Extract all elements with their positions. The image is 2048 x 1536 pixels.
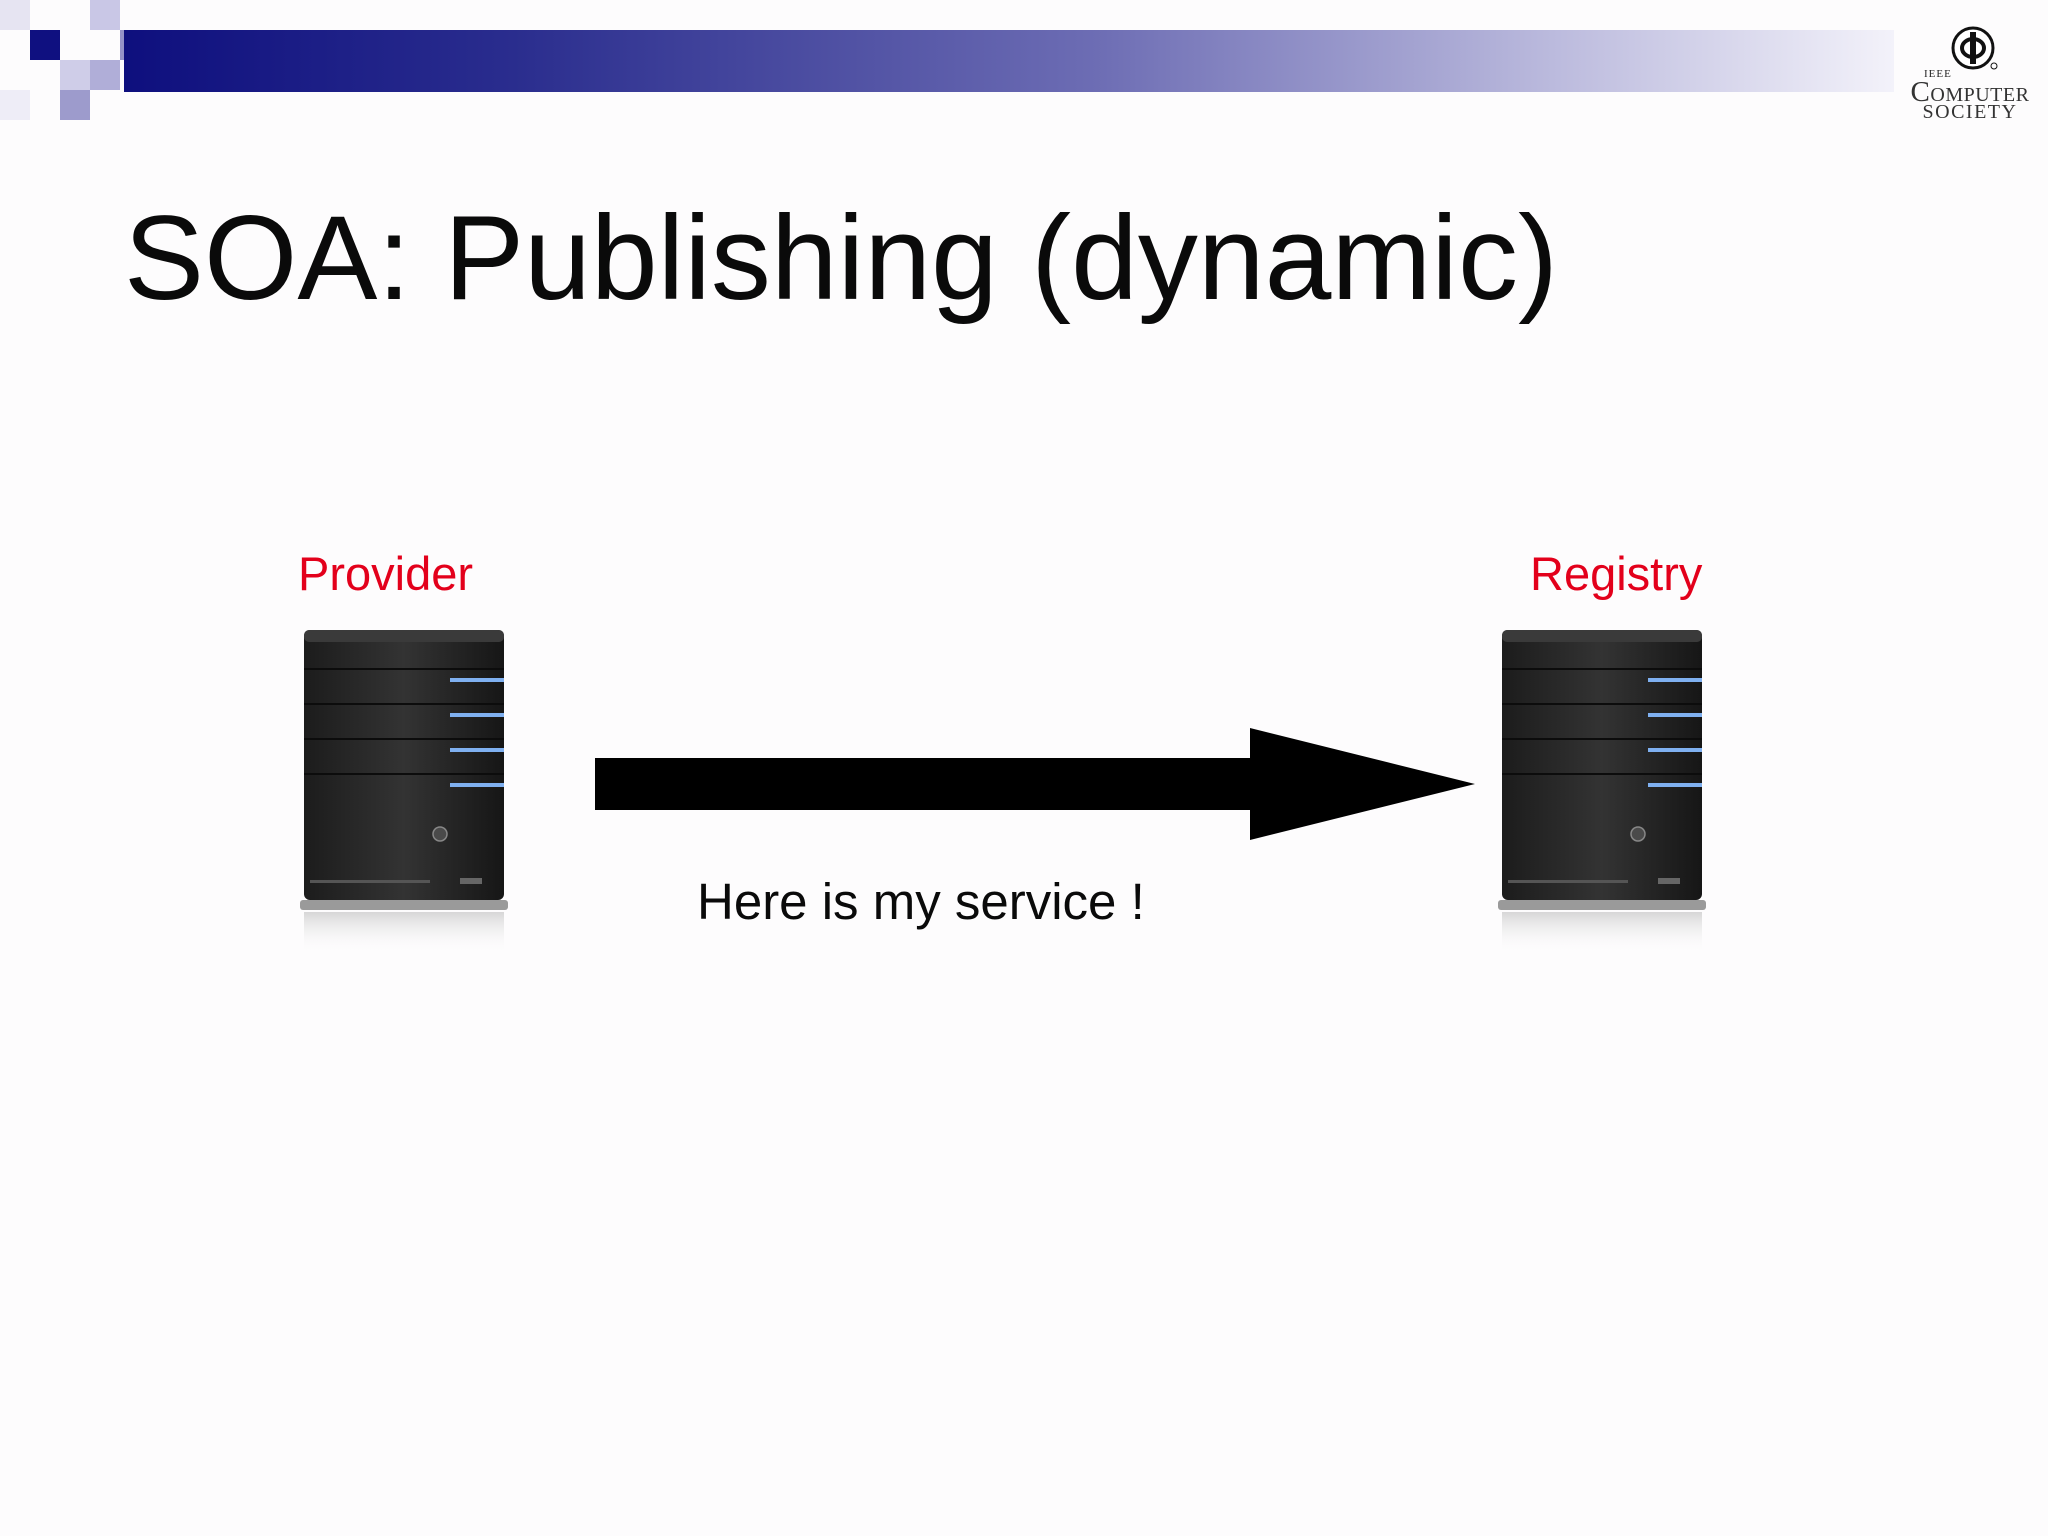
publish-arrow-icon xyxy=(595,728,1475,840)
provider-label: Provider xyxy=(298,547,474,600)
publish-message: Here is my service ! xyxy=(697,873,1145,930)
header-gradient-bar xyxy=(124,30,1894,92)
registry-server-icon xyxy=(1498,630,1706,954)
phi-emblem-icon xyxy=(1951,26,1998,70)
logo-computer-text: Computer xyxy=(1910,76,2030,108)
provider-server-icon xyxy=(300,630,508,954)
ieee-computer-society-logo: IEEE Computer SOCIETY xyxy=(1892,26,2048,130)
slide-title: SOA: Publishing (dynamic) xyxy=(124,191,1558,325)
logo-society-text: SOCIETY xyxy=(1922,101,2018,123)
logo-ieee-text: IEEE xyxy=(1924,68,1952,80)
registry-label: Registry xyxy=(1530,547,1703,600)
